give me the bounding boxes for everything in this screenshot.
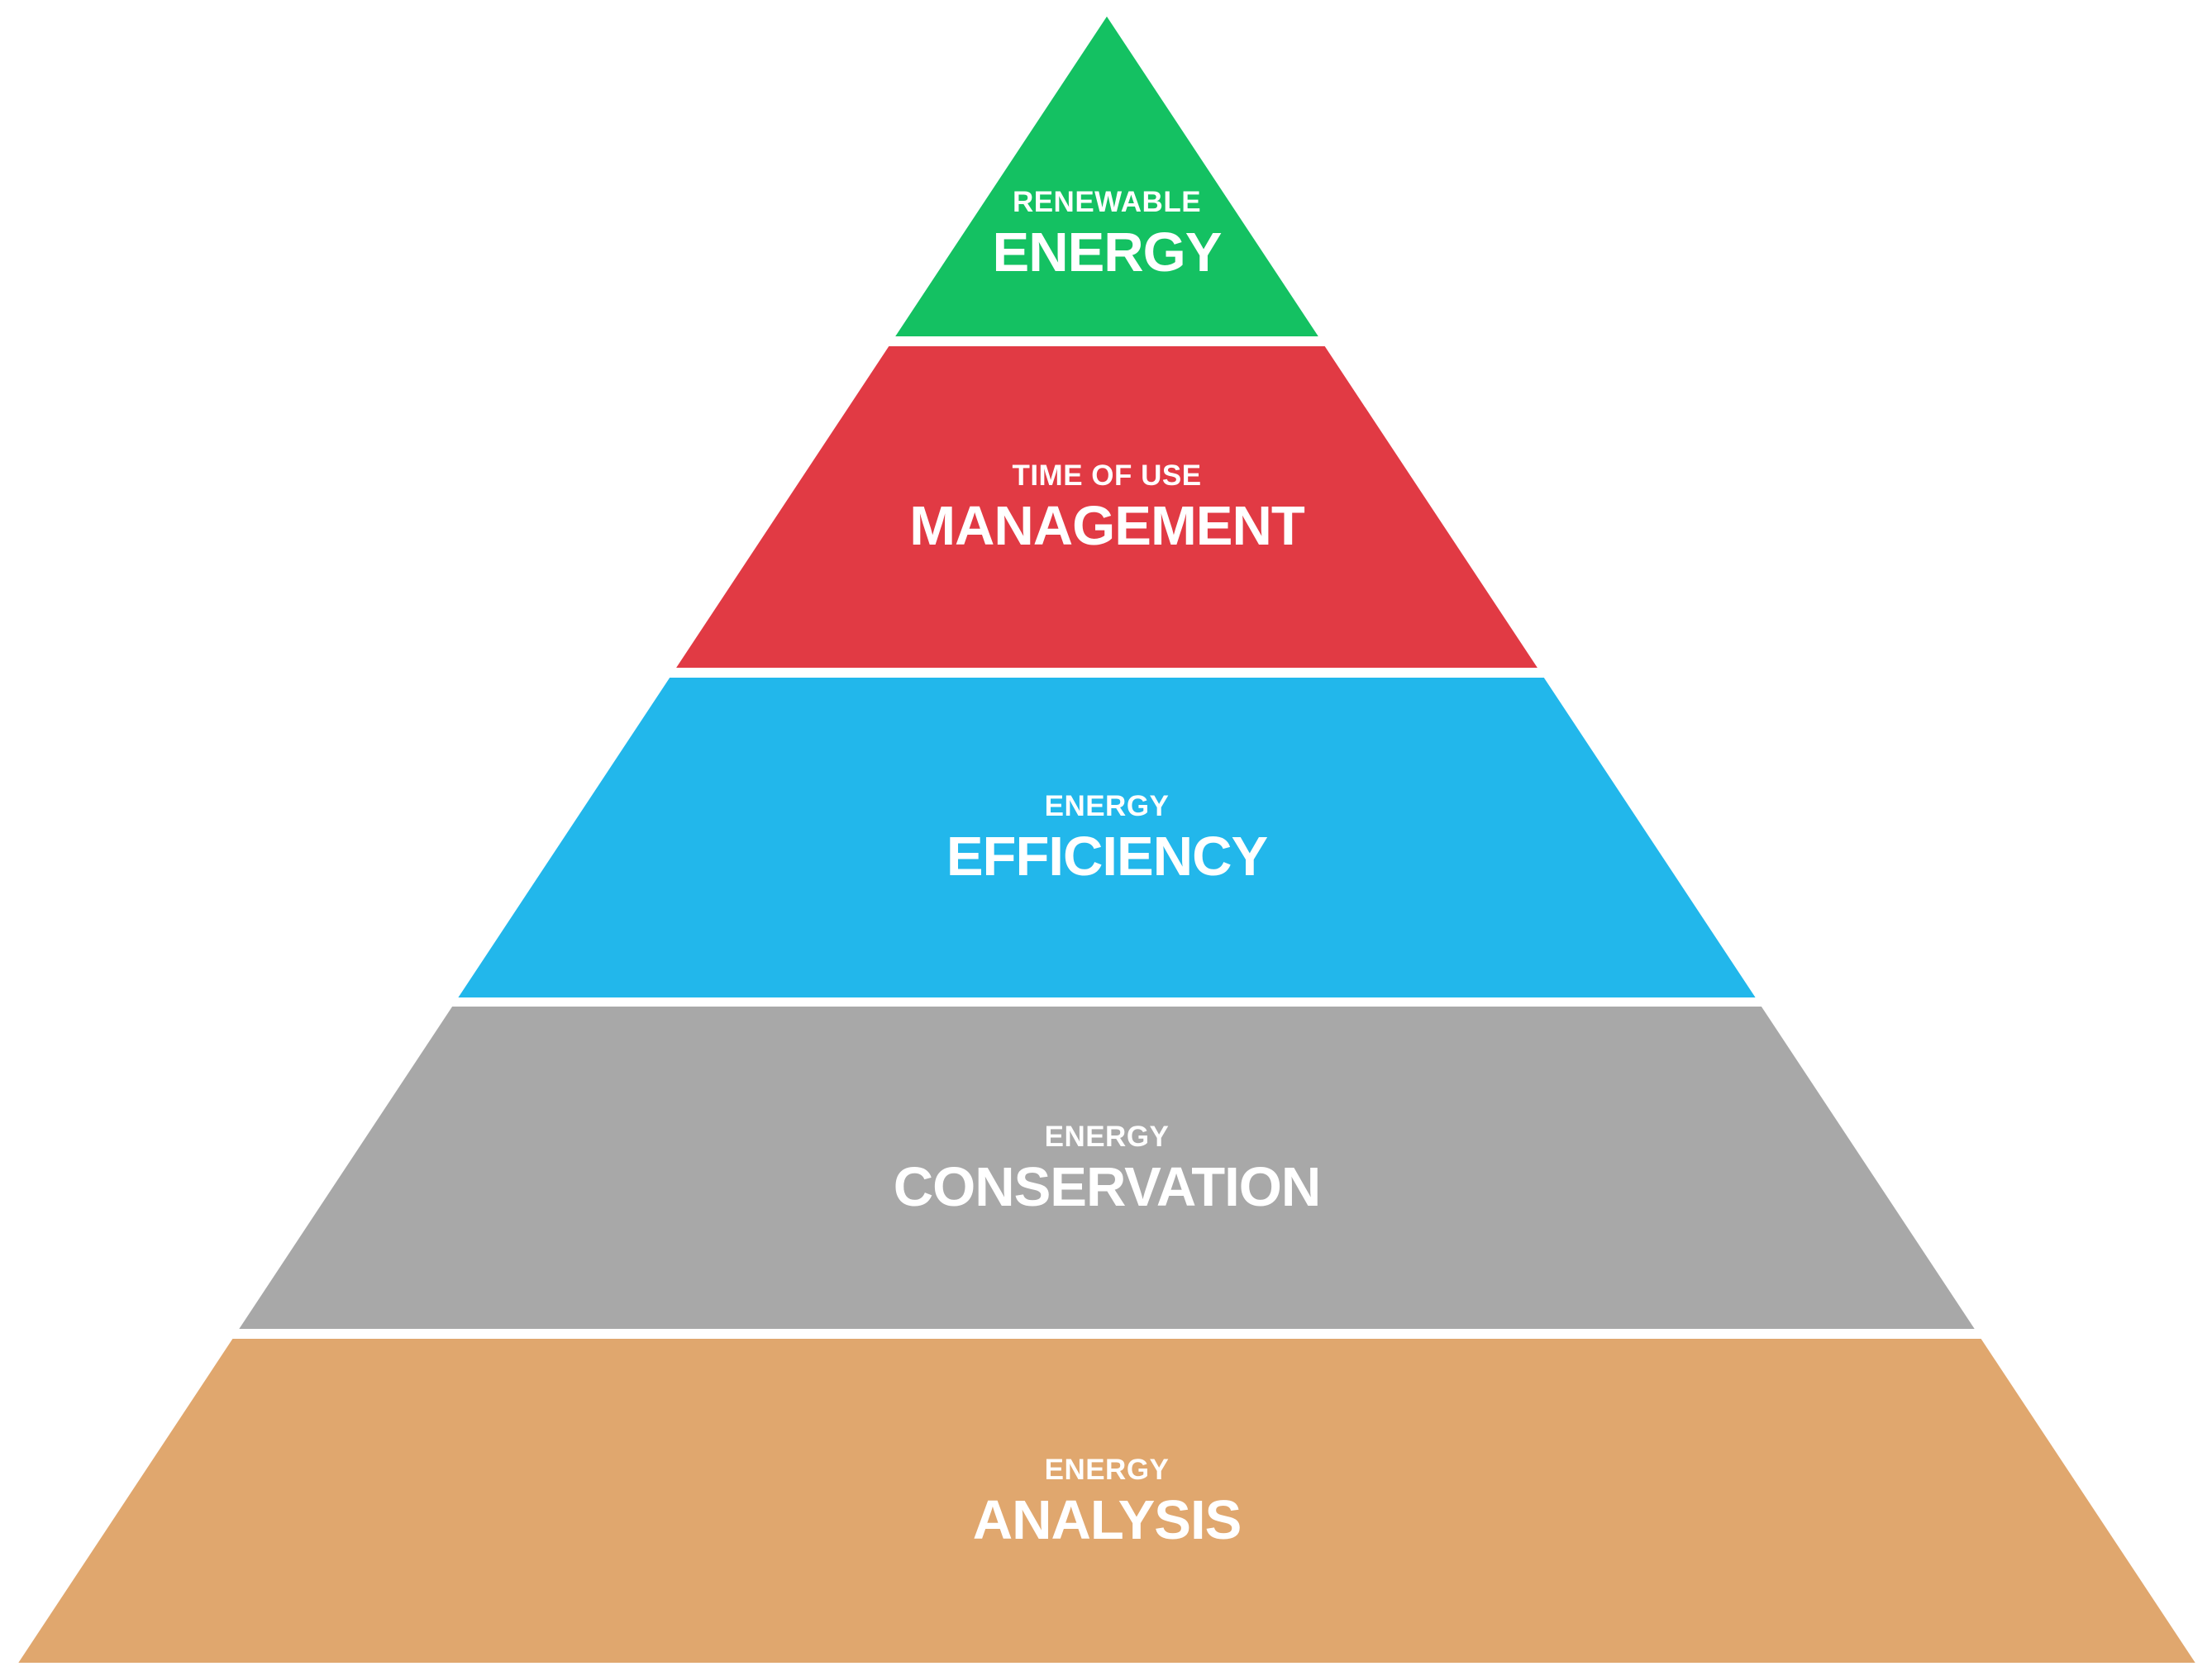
pyramid-level-2-label: MANAGEMENT	[909, 495, 1305, 557]
pyramid-level-5-label: ANALYSIS	[973, 1489, 1242, 1551]
pyramid-level-4-label: CONSERVATION	[894, 1156, 1321, 1218]
pyramid-level-5-shape	[18, 1339, 2195, 1663]
pyramid-level-4-shape	[239, 1007, 1975, 1329]
pyramid-level-2-shape	[676, 346, 1537, 668]
pyramid-level-1-label: ENERGY	[993, 221, 1222, 283]
pyramid-level-3-label: EFFICIENCY	[946, 826, 1268, 888]
pyramid-level-5-sublabel: ENERGY	[1045, 1454, 1170, 1486]
pyramid-level-3-sublabel: ENERGY	[1045, 790, 1170, 822]
pyramid-level-1-shape	[895, 17, 1318, 336]
pyramid-level-2-sublabel: TIME OF USE	[1012, 459, 1201, 492]
pyramid-level-3: ENERGY EFFICIENCY	[458, 678, 1756, 997]
pyramid-level-1-sublabel: RENEWABLE	[1013, 186, 1201, 218]
pyramid-level-3-shape	[458, 678, 1756, 997]
pyramid-level-4-sublabel: ENERGY	[1045, 1121, 1170, 1153]
